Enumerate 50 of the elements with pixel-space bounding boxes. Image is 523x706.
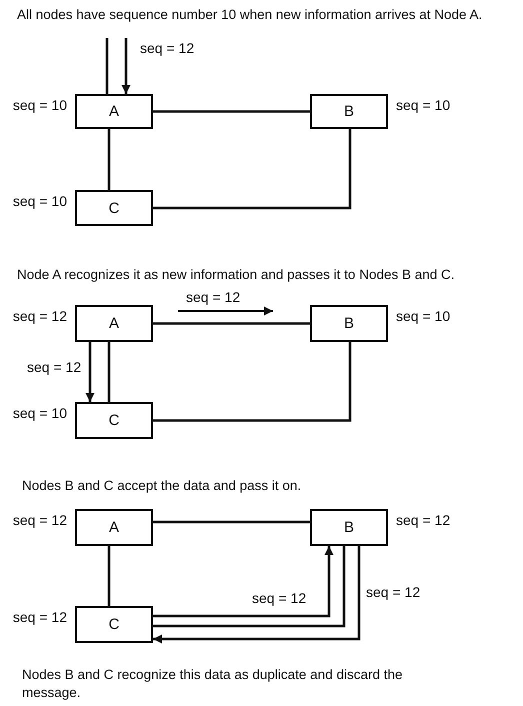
edge-label: seq = 12 <box>27 359 82 375</box>
arrow <box>86 342 94 402</box>
node-label: B <box>344 315 354 332</box>
caption-text: Nodes B and C accept the data and pass it on. <box>22 477 302 495</box>
node-box <box>310 94 388 129</box>
connector-line <box>108 129 110 190</box>
node-label: A <box>108 103 119 120</box>
sequence-label: seq = 12 <box>12 512 67 528</box>
node-label: A <box>108 315 119 332</box>
sequence-label: seq = 12 <box>12 308 67 324</box>
edge-label: seq = 12 <box>140 40 194 56</box>
caption-text: Nodes B and C recognize this data as duplicate and discard the message. <box>22 666 404 702</box>
connector-line <box>108 546 110 606</box>
caption-text: All nodes have sequence number 10 when new information arrives at Node A. <box>17 6 482 24</box>
node-label: C <box>108 200 120 216</box>
connector-line <box>153 322 310 325</box>
node-box <box>310 509 388 546</box>
node-label: C <box>108 412 120 429</box>
connector-line <box>153 110 310 113</box>
edge-label: seq = 12 <box>366 584 420 600</box>
node-box <box>75 190 153 226</box>
node-box <box>310 305 388 342</box>
node-box <box>75 305 153 342</box>
connector-line <box>153 546 346 628</box>
node-box <box>75 402 153 439</box>
sequence-label: seq = 10 <box>396 97 450 113</box>
sequence-label: seq = 10 <box>12 405 67 421</box>
node-label: B <box>344 519 354 536</box>
connector-line <box>153 342 352 422</box>
node-box <box>75 606 153 643</box>
node-label: B <box>344 103 354 120</box>
node-label: A <box>108 519 119 536</box>
caption-text: Node A recognizes it as new information and passes it to Nodes B and C. <box>17 266 454 284</box>
arrow <box>122 38 130 94</box>
connector-line <box>153 129 352 210</box>
sequence-label: seq = 12 <box>186 289 240 305</box>
sequence-label: seq = 12 <box>12 609 67 625</box>
node-label: C <box>108 616 120 633</box>
connector-line <box>153 520 310 524</box>
node-box <box>75 509 153 546</box>
arrow <box>153 546 334 618</box>
edge-label: seq = 12 <box>252 590 306 606</box>
sequence-label: seq = 10 <box>12 97 67 113</box>
sequence-label: seq = 10 <box>396 308 450 324</box>
connector-line <box>106 38 108 94</box>
connector-line <box>108 342 110 402</box>
arrow <box>153 546 360 644</box>
sequence-label: seq = 12 <box>396 512 450 528</box>
node-box <box>75 94 153 129</box>
sequence-label: seq = 10 <box>12 193 67 209</box>
